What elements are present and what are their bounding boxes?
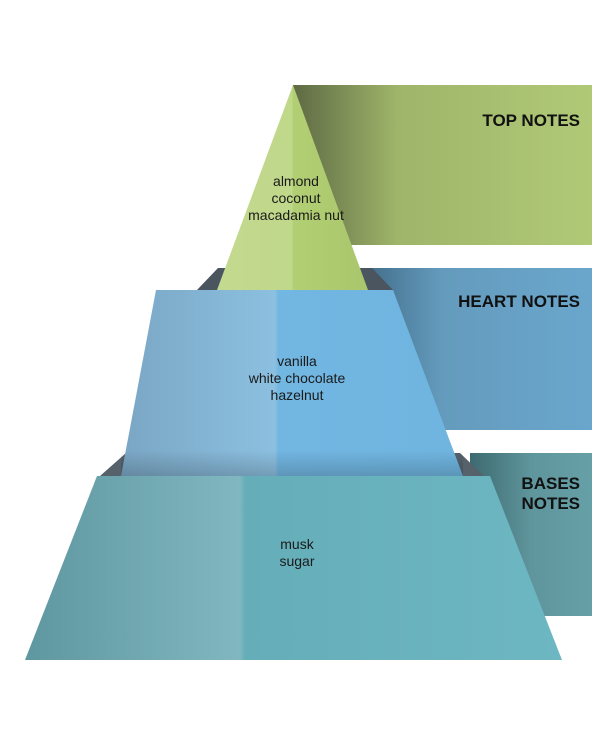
top-notes-label: TOP NOTES [482,111,580,130]
base-note: musk [280,536,314,552]
heart-note: white chocolate [248,370,346,386]
top-note: almond [273,173,319,189]
base-tier [25,476,562,660]
base-note: sugar [279,553,314,569]
top-tier [217,85,368,290]
top-note: macadamia nut [248,207,344,223]
heart-notes-label: HEART NOTES [458,292,580,311]
heart-tier [121,290,463,476]
heart-note: hazelnut [271,387,324,403]
base-notes-label: BASES [521,474,580,493]
top-notes-panel [293,85,592,245]
top-note: coconut [271,190,320,206]
heart-note: vanilla [277,353,317,369]
base-notes-label: NOTES [521,494,580,513]
